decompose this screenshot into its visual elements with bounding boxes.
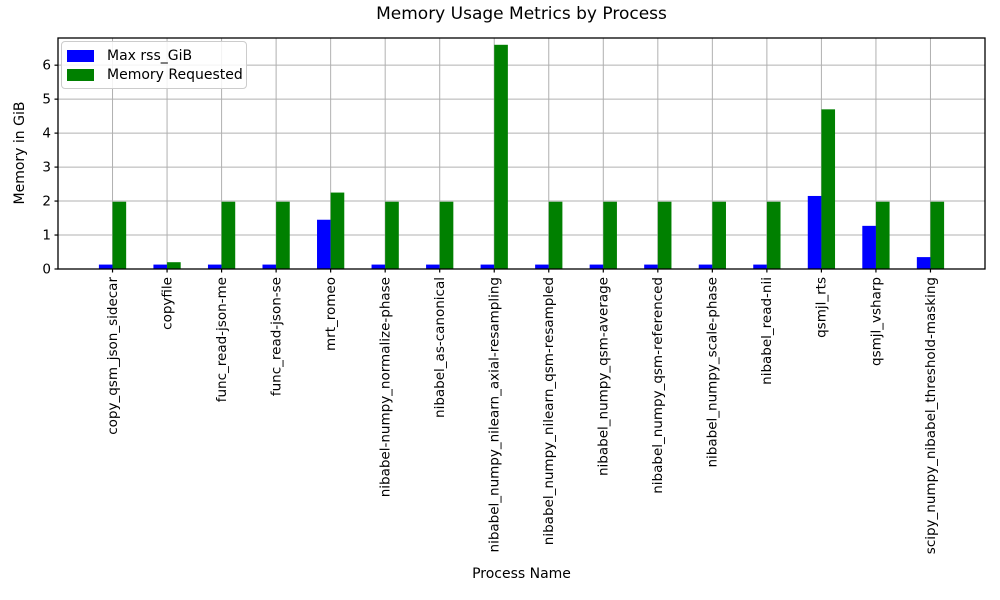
x-tick-label: nibabel_numpy_scale-phase — [705, 277, 721, 468]
y-tick-label: 4 — [42, 125, 51, 141]
x-tick-label: qsmjl_rts — [814, 277, 830, 338]
x-tick-label: func_read-json-me — [214, 277, 230, 402]
bar-memory-requested — [603, 201, 617, 269]
bar-memory-requested — [548, 201, 563, 269]
bar-max-rss — [589, 264, 604, 269]
y-tick-label: 2 — [42, 193, 51, 209]
x-axis-label: Process Name — [472, 566, 571, 582]
bar-memory-requested — [494, 44, 508, 270]
bar-memory-requested — [439, 201, 454, 269]
bar-memory-requested — [875, 201, 890, 269]
bar-max-rss — [262, 264, 277, 269]
y-tick-label: 6 — [42, 57, 51, 73]
bar-memory-requested — [657, 201, 672, 269]
bar-max-rss — [535, 264, 549, 269]
y-tick-label: 3 — [42, 159, 51, 175]
x-tick-label: nibabel-numpy_normalize-phase — [377, 277, 393, 497]
bar-max-rss — [480, 264, 495, 269]
bar-max-rss — [753, 264, 767, 269]
x-tick-label: nibabel_numpy_nilearn_qsm-resampled — [541, 277, 557, 545]
bar-max-rss — [207, 264, 222, 269]
bar-max-rss — [916, 257, 931, 269]
x-tick-label: copyfile — [159, 277, 175, 330]
bar-memory-requested — [766, 201, 781, 269]
x-tick-label: nibabel_numpy_qsm-referenced — [650, 277, 666, 494]
legend-item-memory-requested: Memory Requested — [67, 68, 246, 82]
legend-label-max-rss: Max rss_GiB — [107, 47, 193, 64]
bar-max-rss — [862, 225, 876, 269]
bar-max-rss — [371, 264, 386, 269]
y-tick-label: 1 — [42, 227, 51, 243]
bar-max-rss — [153, 264, 168, 269]
bar-memory-requested — [330, 192, 345, 269]
y-tick-label: 5 — [42, 91, 51, 107]
bar-memory-requested — [930, 201, 945, 269]
bar-memory-requested — [276, 201, 290, 269]
bar-max-rss — [807, 195, 822, 269]
x-tick-label: copy_qsm_json_sidecar — [105, 277, 121, 435]
x-tick-label: nibabel_read-nii — [759, 277, 775, 385]
chart-title: Memory Usage Metrics by Process — [376, 4, 667, 24]
bar-memory-requested — [821, 109, 836, 270]
bar-max-rss — [317, 219, 331, 269]
legend-item-max-rss: Max rss_GiB — [67, 49, 246, 63]
bar-memory-requested — [221, 201, 236, 269]
bar-memory-requested — [385, 201, 399, 269]
x-tick-label: scipy_numpy_nibabel_threshold-masking — [923, 277, 939, 554]
legend: Max rss_GiB Memory Requested — [61, 41, 247, 89]
legend-swatch-memory-requested — [67, 68, 94, 81]
x-tick-label: mrt_romeo — [323, 277, 339, 351]
x-tick-label: nibabel_numpy_nilearn_axial-resampling — [487, 277, 503, 552]
x-tick-label: nibabel_as-canonical — [432, 277, 448, 418]
y-tick-label: 0 — [42, 261, 51, 277]
legend-swatch-max-rss — [67, 49, 94, 62]
x-tick-label: nibabel_numpy_qsm-average — [596, 277, 612, 476]
bar-max-rss — [426, 264, 440, 269]
x-tick-label: func_read-json-se — [268, 277, 284, 396]
bar-memory-requested — [112, 201, 127, 269]
bar-max-rss — [644, 264, 658, 269]
bar-max-rss — [698, 264, 713, 269]
bar-memory-requested — [167, 262, 181, 269]
bar-memory-requested — [712, 201, 726, 269]
legend-label-memory-requested: Memory Requested — [107, 66, 243, 83]
bar-max-rss — [98, 264, 113, 269]
x-tick-label: qsmjl_vsharp — [868, 277, 884, 366]
plot-border — [57, 37, 986, 270]
